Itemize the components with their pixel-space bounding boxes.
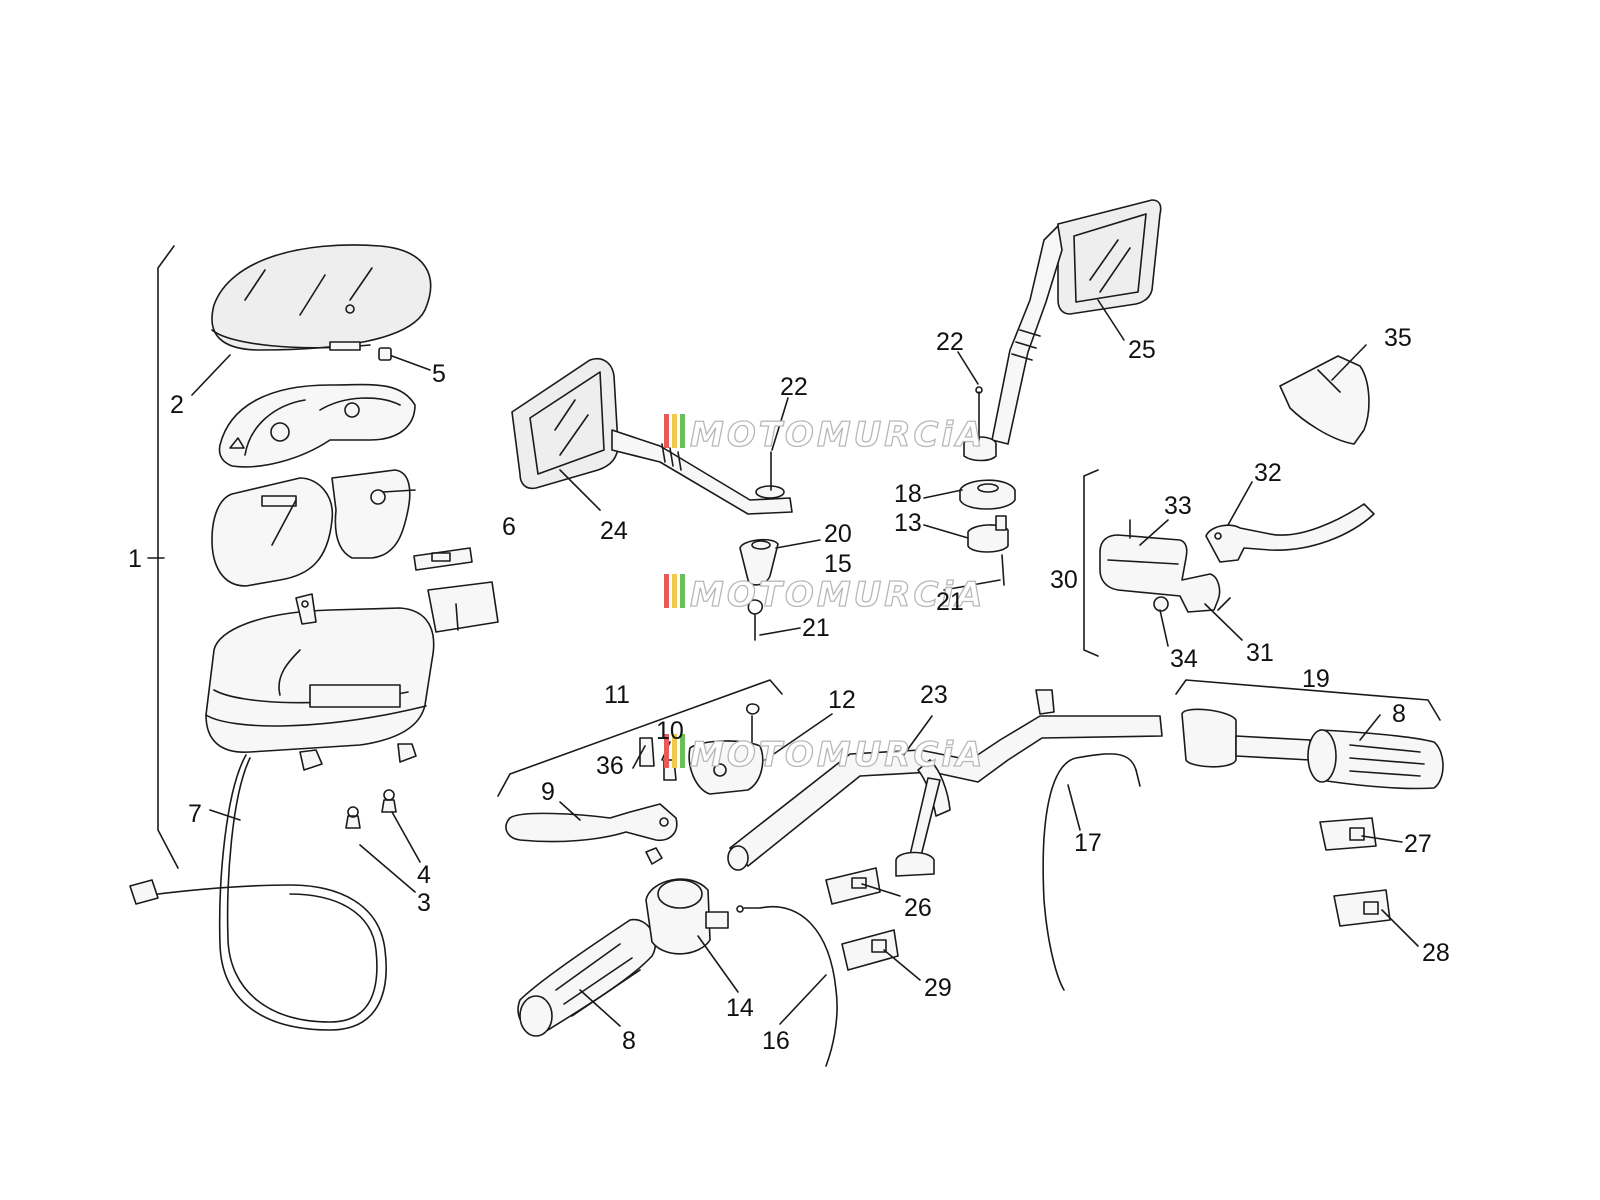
left-mirror <box>511 358 793 515</box>
callout-34: 34 <box>1170 645 1198 673</box>
watermark-text: MOTOMURCiA <box>690 415 985 455</box>
callout-20: 20 <box>824 520 852 548</box>
reservoir-cap <box>1153 596 1169 612</box>
clutch-lever <box>505 803 678 843</box>
bulb-4 <box>381 799 397 813</box>
leader-lines <box>191 299 1419 1027</box>
callout-labels: 1 2 3 4 5 6 7 8 8 9 10 11 12 13 14 15 16… <box>128 324 1450 1055</box>
master-cylinder <box>1099 534 1221 613</box>
watermark-2: MOTOMURCiA <box>664 574 985 616</box>
cover-screw <box>378 347 392 361</box>
callout-27: 27 <box>1404 830 1432 858</box>
switch-27 <box>1319 817 1377 851</box>
callout-18: 18 <box>894 480 922 508</box>
callout-30: 30 <box>1050 566 1078 594</box>
callout-35: 35 <box>1384 324 1412 352</box>
callout-23: 23 <box>920 681 948 709</box>
callout-15: 15 <box>824 550 852 578</box>
group-19-bracket <box>1175 679 1441 721</box>
speedometer-housing <box>211 477 334 587</box>
callout-28: 28 <box>1422 939 1450 967</box>
switch-28 <box>1333 889 1391 927</box>
callout-7: 7 <box>188 800 202 828</box>
callout-32: 32 <box>1254 459 1282 487</box>
callout-25: 25 <box>1128 336 1156 364</box>
brake-cable <box>1042 753 1137 991</box>
callout-17: 17 <box>1074 829 1102 857</box>
callout-21-right: 21 <box>936 588 964 616</box>
callout-22-right: 22 <box>936 328 964 356</box>
watermark-stripe-red <box>664 734 669 768</box>
callout-22-left: 22 <box>780 373 808 401</box>
callout-8-right: 8 <box>1392 700 1406 728</box>
throttle-grip <box>645 878 711 955</box>
handlebar <box>727 689 1163 877</box>
callout-33: 33 <box>1164 492 1192 520</box>
callout-11: 11 <box>604 681 630 709</box>
switch-29 <box>841 929 899 971</box>
mirror-mounts <box>739 479 1016 641</box>
watermark-stripe-yellow <box>672 734 677 768</box>
right-mirror <box>963 199 1162 462</box>
left-lever-group <box>497 679 783 865</box>
group-1-bracket <box>157 245 179 869</box>
switches <box>825 817 1391 971</box>
watermark-stripe-green <box>680 734 685 768</box>
fuse-box <box>427 581 499 633</box>
callout-5: 5 <box>432 360 446 388</box>
instrument-dial-face <box>218 383 416 468</box>
rubber-boot <box>1279 355 1370 445</box>
watermark-1: MOTOMURCiA <box>664 414 985 456</box>
callout-6: 6 <box>502 513 516 541</box>
callout-21-left: 21 <box>802 614 830 642</box>
callout-1: 1 <box>128 545 142 573</box>
speedometer-cable-2 <box>226 757 378 1023</box>
callout-12: 12 <box>828 686 856 714</box>
instrument-housing <box>205 607 435 753</box>
instrument-cover-glass <box>211 244 432 351</box>
callout-24: 24 <box>600 517 628 545</box>
left-grip-group <box>517 878 838 1067</box>
throttle-cable <box>759 905 838 1067</box>
warning-light-panel <box>413 547 473 571</box>
switch-26 <box>825 867 881 905</box>
watermark-stripe-red <box>664 414 669 448</box>
callout-8-left: 8 <box>622 1027 636 1055</box>
watermark-stripe-yellow <box>672 574 677 608</box>
callout-3: 3 <box>417 889 431 917</box>
watermark-stripe-yellow <box>672 414 677 448</box>
right-grip-group <box>1175 679 1444 790</box>
callout-26: 26 <box>904 894 932 922</box>
callout-2: 2 <box>170 391 184 419</box>
instrument-cluster-group <box>129 244 499 1031</box>
callout-19: 19 <box>1302 665 1330 693</box>
callout-4: 4 <box>417 861 431 889</box>
watermark-stripe-green <box>680 574 685 608</box>
brake-master-cylinder-group <box>1083 469 1375 657</box>
watermark-text: MOTOMURCiA <box>690 575 985 615</box>
callout-14: 14 <box>726 994 754 1022</box>
speedometer-cable-end <box>129 879 159 905</box>
watermark-3: MOTOMURCiA <box>664 734 985 776</box>
callout-10: 10 <box>656 717 684 745</box>
callout-29: 29 <box>924 974 952 1002</box>
group-11-bracket <box>497 679 783 797</box>
brake-lever-right <box>1205 503 1375 563</box>
callout-16: 16 <box>762 1027 790 1055</box>
callout-31: 31 <box>1246 639 1274 667</box>
watermark-stripe-red <box>664 574 669 608</box>
group-30-bracket <box>1083 469 1099 657</box>
callout-9: 9 <box>541 778 555 806</box>
watermark-text: MOTOMURCiA <box>690 735 985 775</box>
callout-13: 13 <box>894 509 922 537</box>
gauge-housing-right <box>331 469 411 559</box>
watermark-stripe-green <box>680 414 685 448</box>
callout-36: 36 <box>596 752 624 780</box>
speedometer-cable <box>149 754 387 1031</box>
